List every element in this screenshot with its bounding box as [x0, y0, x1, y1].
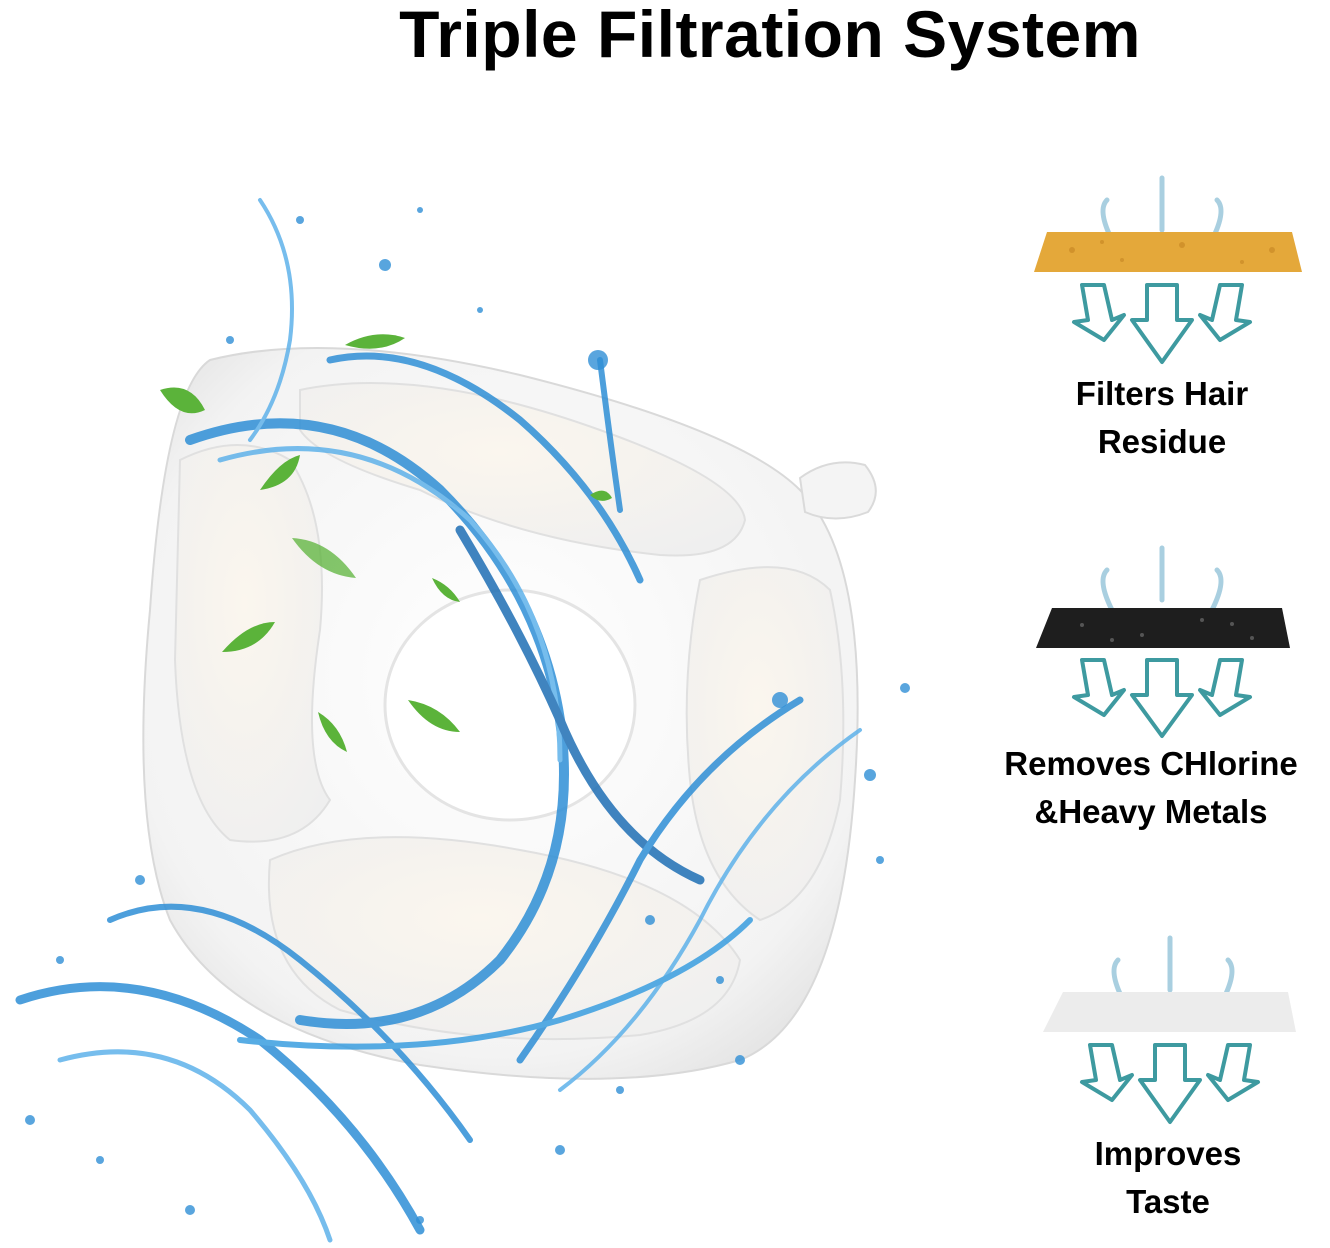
leaf-icon	[590, 490, 612, 501]
caption-line: Filters Hair	[1075, 375, 1249, 412]
leaf-icon	[292, 538, 356, 578]
pad-center-hole	[383, 588, 637, 822]
leaf-icon	[432, 578, 460, 602]
filter-layer-1: Filters Hair Residue	[1012, 170, 1312, 466]
caption-line: &Heavy Metals	[1034, 793, 1268, 830]
pad-segment-top	[299, 382, 747, 557]
green-leaves	[160, 334, 612, 752]
leaf-icon	[260, 455, 300, 490]
caption-line: Residue	[1097, 423, 1227, 460]
water-droplets	[25, 207, 910, 1224]
filter-pad-tab	[798, 461, 877, 520]
filter-pad-illustration	[15, 198, 910, 1243]
leaf-icon	[160, 387, 205, 414]
leaf-icon	[345, 334, 405, 349]
layer-caption: Improves Taste	[1018, 1130, 1318, 1226]
caption-line: Taste	[1126, 1183, 1210, 1220]
filter-layer-2: Removes CHlorine &Heavy Metals	[1004, 540, 1312, 836]
leaf-icon	[222, 622, 275, 652]
filter-layer-3: Improves Taste	[1018, 930, 1318, 1226]
cotton-filter-layer-icon	[1034, 175, 1302, 364]
leaf-icon	[408, 700, 460, 732]
water-splash	[15, 198, 862, 1243]
layer-caption: Filters Hair Residue	[1012, 370, 1312, 466]
page-title: Triple Filtration System	[399, 0, 1141, 71]
caption-line: Removes CHlorine	[1004, 745, 1298, 782]
carbon-filter-layer-icon	[1036, 545, 1290, 738]
fiber-filter-layer-icon	[1043, 935, 1296, 1124]
leaf-icon	[318, 712, 347, 752]
caption-line: Improves	[1094, 1135, 1242, 1172]
layer-caption: Removes CHlorine &Heavy Metals	[990, 740, 1312, 836]
pad-segment-right	[685, 566, 845, 922]
